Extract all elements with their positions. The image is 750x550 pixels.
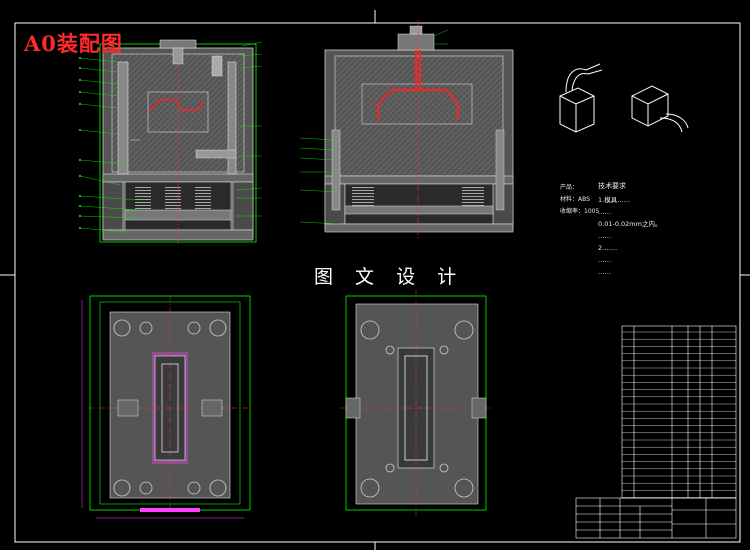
parts-list-rows [622, 331, 736, 498]
tech-requirement-line: 1.模具…… [598, 196, 631, 204]
watermark-text: 图 文 设 计 [314, 266, 465, 288]
fixed-half-plan-view [340, 290, 492, 516]
shrink-label: 收缩率：1005 [560, 208, 600, 215]
tech-requirement-line: …… [598, 268, 611, 276]
tech-requirements-list: 1.模具…… …… 0.01-0.02mm之内。 …… 2.…… …… …… [598, 194, 728, 278]
tech-requirement-line: 0.01-0.02mm之内。 [598, 220, 662, 228]
tech-requirement-line: …… [598, 256, 611, 264]
drawing-frame [0, 10, 750, 550]
tech-requirement-line: …… [598, 232, 611, 240]
tech-requirement-line: 2.…… [598, 244, 618, 252]
side-section-view [299, 20, 514, 238]
moving-half-plan-view [81, 295, 252, 519]
parts-list-table [621, 325, 737, 499]
material-label: 材料：ABS [560, 196, 590, 203]
front-section-view [79, 39, 263, 244]
tech-requirements-title: 技术要求 [598, 182, 626, 190]
title-block [575, 497, 737, 539]
drawing-title: A0装配图 [24, 31, 123, 56]
tech-requirement-line: …… [598, 208, 611, 216]
part-isometric-views [559, 63, 689, 133]
product-label: 产品： [560, 184, 579, 191]
